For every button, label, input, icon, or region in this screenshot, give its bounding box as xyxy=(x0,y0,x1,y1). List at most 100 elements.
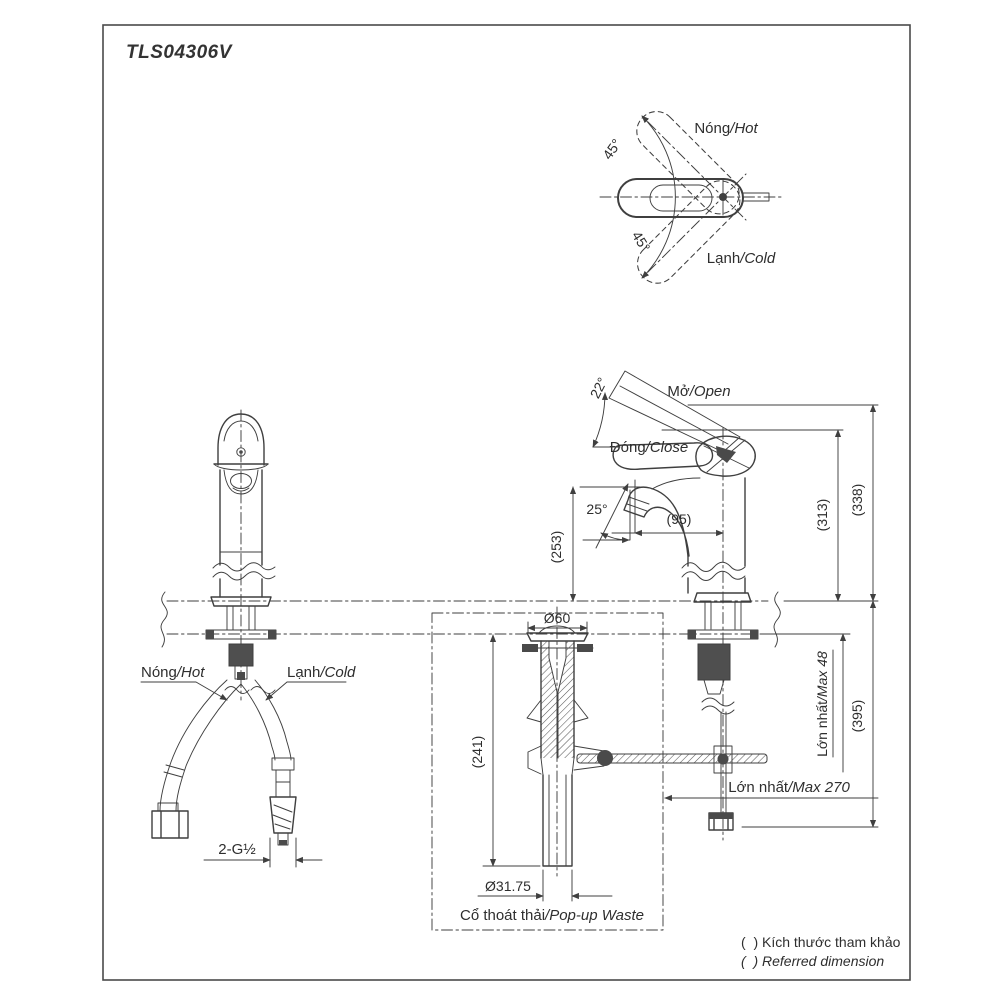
label-dim395: (395) xyxy=(849,700,865,733)
label-hot-en: /Hot xyxy=(729,120,758,137)
side-mounting-nut xyxy=(697,643,731,681)
close-vi: Đóng xyxy=(610,439,646,456)
popup-caption: Cổ thoát thải/Pop-up Waste xyxy=(460,907,644,924)
label-angle25: 25° xyxy=(586,501,607,517)
leader-cold xyxy=(265,681,347,701)
side-break-lower xyxy=(681,570,746,581)
front-hot-en: /Hot xyxy=(176,664,205,681)
popup-taper xyxy=(540,757,575,776)
popup-waste-view: Ø60 (241) Ø31.75 Cổ thoát thải/Pop-up Wa… xyxy=(431,606,768,931)
angle22-arc xyxy=(592,392,609,448)
side-spout-shoulder xyxy=(651,477,701,490)
rotation-arc xyxy=(641,115,676,279)
max48-en: /Max 48 xyxy=(814,651,830,702)
popup-tailpipe-outer xyxy=(542,774,573,867)
front-shank-tip-dark xyxy=(237,672,245,680)
hose-right-cone-nut xyxy=(269,796,297,834)
hose-left-hex-nut xyxy=(151,810,189,839)
popup-flange xyxy=(526,632,589,642)
max270-en: /Max 270 xyxy=(787,779,850,796)
popup-tailpipe-inner xyxy=(548,774,567,867)
label-hot-topview: Nóng/Hot xyxy=(694,120,758,137)
front-cold-en: /Cold xyxy=(319,664,356,681)
front-aerator xyxy=(230,473,252,489)
max270-vi: Lớn nhất xyxy=(728,779,789,796)
hose-break-marks xyxy=(224,686,276,694)
popup-wall-right-hatch xyxy=(558,641,574,758)
front-collar-curve xyxy=(213,463,269,471)
footnote-line1: ( ) Kích thước tham khảo xyxy=(741,934,901,950)
side-hub-dark-wedge xyxy=(716,446,736,463)
angle25-arc xyxy=(600,532,630,544)
label-hot-vi: Nóng xyxy=(694,120,730,137)
front-head-inner-arc xyxy=(223,420,259,442)
centerline-cold-diagonal xyxy=(647,173,747,273)
hose-right-pipe xyxy=(275,769,291,798)
label-dim241: (241) xyxy=(469,736,485,769)
popup-caption-vi: Cổ thoát thải xyxy=(460,907,545,924)
close-en: /Close xyxy=(645,439,689,456)
front-head-dome xyxy=(217,413,265,466)
label-dia3175: Ø31.75 xyxy=(485,878,531,894)
label-dim95: (95) xyxy=(667,511,692,527)
label-thread-size: 2-G½ xyxy=(218,841,256,858)
popup-caption-en: /Pop-up Waste xyxy=(544,907,644,924)
side-shank-lines xyxy=(704,601,742,630)
front-washer-tab-right xyxy=(268,630,276,639)
side-break-upper xyxy=(681,561,746,572)
label-cold-vi: Lạnh xyxy=(707,250,740,267)
open-vi: Mở xyxy=(667,383,689,400)
side-handle-open xyxy=(608,370,741,453)
hose-right-cone-hatch xyxy=(272,804,293,830)
popup-detail-box xyxy=(431,612,664,931)
handle-stem xyxy=(742,192,770,202)
side-hub xyxy=(695,435,756,477)
popup-clamp-left xyxy=(522,644,538,652)
popup-lever-ball xyxy=(597,750,613,766)
front-body-sides xyxy=(219,469,263,598)
front-shank-lines xyxy=(226,605,256,631)
centerline-hot-diagonal xyxy=(647,121,747,221)
side-rod-knob-band xyxy=(709,813,733,819)
side-handle-closed xyxy=(612,442,714,471)
hose-right-inner xyxy=(240,683,276,761)
pivot-dot xyxy=(719,193,727,201)
front-button-dot xyxy=(239,450,243,454)
footnote-line2: ( ) Referred dimension xyxy=(741,953,884,969)
label-max48: Lớn nhất/Max 48 xyxy=(814,651,830,757)
label-cold-topview: Lạnh/Cold xyxy=(707,250,776,267)
handle-top-view: 45° 45° Nóng/Hot Lạnh/Cold xyxy=(599,111,783,284)
side-rod-break xyxy=(701,697,735,715)
side-handle-open-inner xyxy=(619,385,729,445)
front-aerator-arc xyxy=(232,487,250,492)
hose-right-tip-dark xyxy=(279,840,287,845)
side-rod-clevis xyxy=(713,745,733,774)
label-dim253: (253) xyxy=(548,531,564,564)
popup-side-lugs xyxy=(526,699,589,723)
side-washer-tab-left xyxy=(688,630,696,639)
handle-grip-inner xyxy=(649,184,713,212)
front-mounting-nut xyxy=(228,643,254,667)
popup-tee-right xyxy=(573,745,605,771)
hose-left-inner xyxy=(175,683,242,812)
label-hot-front: Nóng/Hot xyxy=(141,664,205,681)
faucet-front-view xyxy=(151,409,297,846)
model-number: TLS04306V xyxy=(126,42,233,63)
hose-right-collar xyxy=(271,757,295,771)
hose-left-outer xyxy=(159,679,228,812)
side-washer-tab-right xyxy=(750,630,758,639)
label-dia60: Ø60 xyxy=(544,610,571,626)
max48-vi: Lớn nhất xyxy=(814,701,830,757)
label-cold-front: Lạnh/Cold xyxy=(287,664,356,681)
front-spout-underside xyxy=(223,469,259,495)
label-dim338: (338) xyxy=(849,484,865,517)
front-view-dimensions: Nóng/Hot Lạnh/Cold 2-G½ xyxy=(140,664,356,868)
front-washer-tab-left xyxy=(206,630,214,639)
side-spout xyxy=(623,486,690,557)
label-max270: Lớn nhất/Max 270 xyxy=(728,779,850,796)
front-cold-vi: Lạnh xyxy=(287,664,320,681)
popup-wall-left-hatch xyxy=(541,641,557,758)
label-close: Đóng/Close xyxy=(610,439,688,456)
side-base-flange xyxy=(693,592,752,603)
